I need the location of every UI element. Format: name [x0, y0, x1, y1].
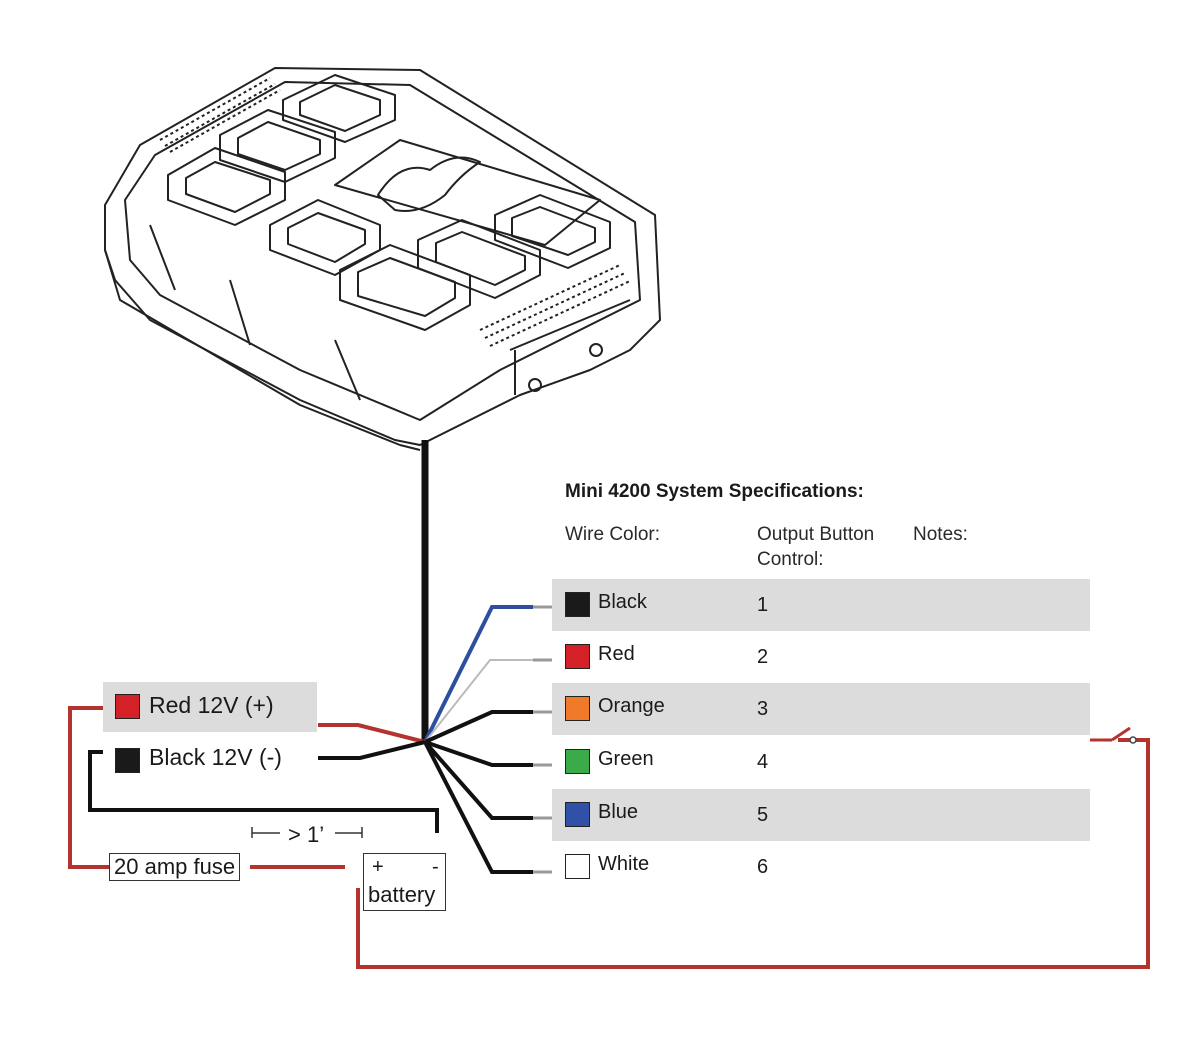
- battery-plus: +: [372, 856, 384, 878]
- wire-color-name: White: [598, 853, 650, 875]
- wire-color-name: Red: [598, 643, 635, 665]
- output-wire-3: [424, 710, 533, 744]
- power-positive-wire: [318, 723, 426, 744]
- output-number: 5: [757, 804, 769, 826]
- power-positive-band: Red 12V (+): [103, 682, 317, 732]
- wire-color-name: Orange: [598, 695, 665, 717]
- color-swatch: [565, 696, 590, 721]
- wire-tips: [533, 605, 552, 874]
- output-number: 2: [757, 646, 769, 668]
- fuse-label: 20 amp fuse: [114, 854, 236, 879]
- power-negative-wire: [318, 740, 426, 760]
- table-row: Black 1: [552, 579, 1090, 631]
- wire-color-name: Black: [598, 591, 647, 613]
- table-row: Green 4: [552, 736, 1090, 788]
- table-row: Red 2: [552, 631, 1090, 683]
- positive-label: Red 12V (+): [149, 692, 274, 718]
- color-swatch: [565, 592, 590, 617]
- battery-label: battery: [368, 882, 436, 907]
- output-number: 6: [757, 856, 769, 878]
- wire-color-name: Green: [598, 748, 654, 770]
- output-wire-4: [424, 740, 533, 767]
- distance-indicator: [251, 827, 363, 838]
- table-row: White 6: [552, 841, 1090, 893]
- output-number: 1: [757, 594, 769, 616]
- table-row: Blue 5: [552, 789, 1090, 841]
- switch-loop-wire: [356, 738, 1150, 969]
- spec-title: Mini 4200 System Specifications:: [565, 481, 864, 502]
- wire-color-name: Blue: [598, 801, 639, 823]
- fuse-feed-wire: [68, 706, 110, 869]
- ground-wire: [88, 750, 439, 833]
- color-swatch: [565, 749, 590, 774]
- power-negative-band: Black 12V (-): [103, 734, 317, 784]
- header-output-line1: Output Button: [757, 524, 875, 545]
- output-wire-6: [423, 741, 533, 874]
- output-number: 4: [757, 751, 769, 773]
- color-swatch: [565, 854, 590, 879]
- header-output-line2: Control:: [757, 549, 824, 570]
- fuse-box: 20 amp fuse: [109, 853, 241, 881]
- header-notes: Notes:: [913, 524, 968, 545]
- output-wire-2: [424, 659, 533, 743]
- positive-swatch: [115, 694, 140, 719]
- controller-device-illustration: [104, 67, 661, 451]
- negative-label: Black 12V (-): [149, 744, 282, 770]
- table-row: Orange 3: [552, 683, 1090, 735]
- output-wires: [423, 605, 533, 874]
- header-wire-color: Wire Color:: [565, 524, 661, 545]
- output-number: 3: [757, 698, 769, 720]
- switch-symbol: [1090, 726, 1131, 742]
- battery-box: + - battery: [363, 853, 446, 911]
- battery-minus: -: [432, 856, 439, 878]
- color-swatch: [565, 802, 590, 827]
- negative-swatch: [115, 748, 140, 773]
- output-wire-5: [423, 740, 533, 820]
- distance-label: > 1’: [288, 822, 325, 847]
- output-wire-1: [423, 605, 533, 743]
- color-swatch: [565, 644, 590, 669]
